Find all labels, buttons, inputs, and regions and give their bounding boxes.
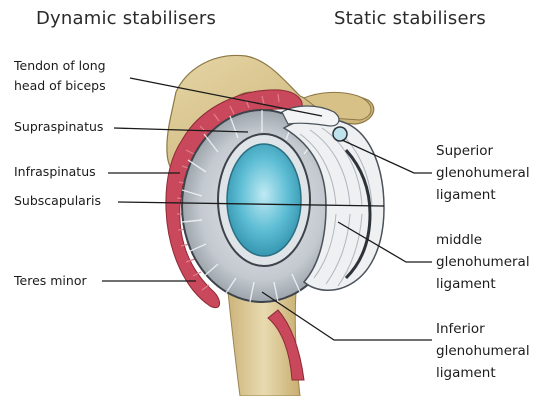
label-superior-line-2: glenohumeral bbox=[436, 162, 530, 184]
label-middle-line-3: ligament bbox=[436, 273, 530, 295]
label-subscapularis: Subscapularis bbox=[14, 191, 101, 211]
label-inferior-line-3: ligament bbox=[436, 362, 530, 384]
label-teres-minor: Teres minor bbox=[14, 271, 87, 291]
label-inferior-glenohumeral-ligament: Inferior glenohumeral ligament bbox=[436, 318, 530, 384]
label-superior-line-3: ligament bbox=[436, 184, 530, 206]
dynamic-stabilisers-heading: Dynamic stabilisers bbox=[36, 8, 216, 29]
label-middle-line-1: middle bbox=[436, 229, 530, 251]
glenoid-cartilage bbox=[227, 144, 301, 256]
label-infraspinatus: Infraspinatus bbox=[14, 162, 96, 182]
biceps-tendon-cut-end bbox=[333, 127, 347, 141]
label-tendon-line-1: Tendon of long bbox=[14, 56, 106, 76]
static-stabilisers-heading: Static stabilisers bbox=[334, 8, 486, 29]
label-tendon-line-2: head of biceps bbox=[14, 76, 106, 96]
label-supraspinatus: Supraspinatus bbox=[14, 117, 103, 137]
label-middle-glenohumeral-ligament: middle glenohumeral ligament bbox=[436, 229, 530, 295]
label-superior-glenohumeral-ligament: Superior glenohumeral ligament bbox=[436, 140, 530, 206]
label-superior-line-1: Superior bbox=[436, 140, 530, 162]
label-inferior-line-1: Inferior bbox=[436, 318, 530, 340]
label-tendon-long-head-biceps: Tendon of long head of biceps bbox=[14, 56, 106, 96]
label-inferior-line-2: glenohumeral bbox=[436, 340, 530, 362]
label-middle-line-2: glenohumeral bbox=[436, 251, 530, 273]
